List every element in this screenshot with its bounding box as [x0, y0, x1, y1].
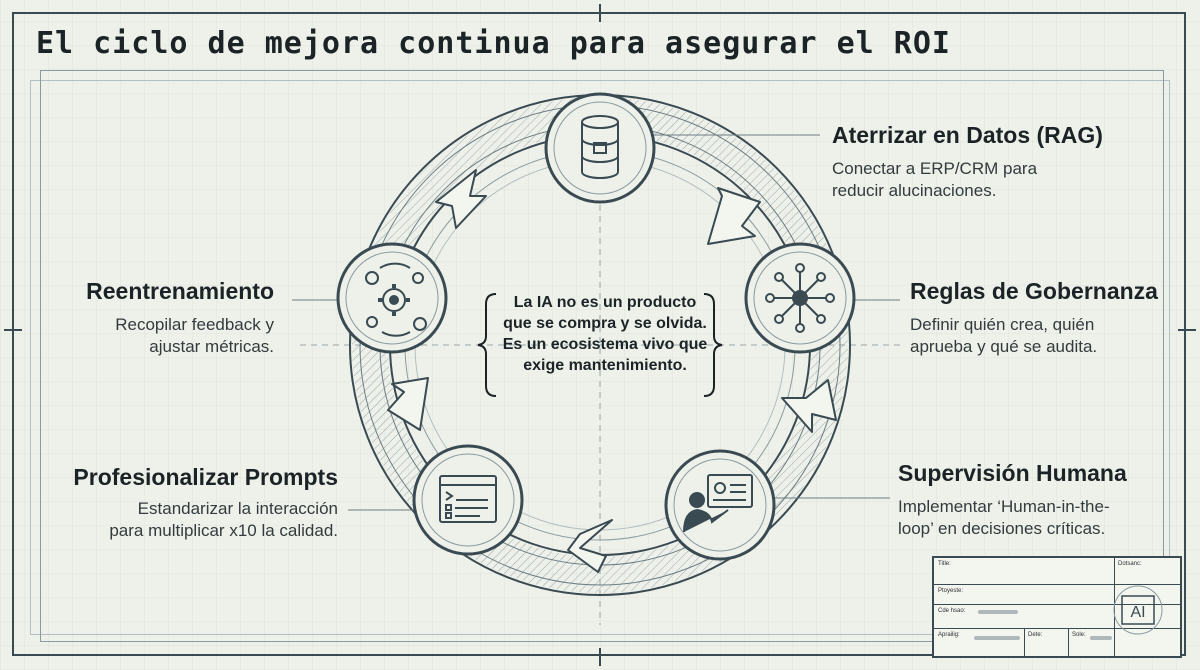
leader-lines: [292, 134, 900, 511]
stage-desc-prompts: Estandarizar la interacción para multipl…: [109, 499, 338, 540]
stage-title-datos: Aterrizar en Datos (RAG): [832, 122, 1103, 148]
tb-project-label: Ptoyeste:: [938, 588, 964, 594]
database-icon: [581, 115, 619, 179]
inner-frame-light: [30, 80, 1170, 635]
inner-frame: [40, 70, 1164, 642]
network-icon: [765, 263, 835, 333]
tb-vdivider-2: [1024, 628, 1025, 658]
tb-title-label: Title:: [938, 561, 951, 567]
tb-author-label: Aprailig:: [938, 632, 960, 638]
tb-vdivider-3: [1068, 628, 1069, 658]
node-datos: [544, 92, 656, 204]
tb-author-value: [974, 636, 1020, 640]
stage-title-prompts: Profesionalizar Prompts: [73, 464, 338, 490]
node-supervision: [664, 449, 776, 561]
tick-left: [4, 329, 22, 331]
tb-date-label: Dete:: [1028, 632, 1043, 638]
tb-scale-label: Sole:: [1072, 632, 1086, 638]
prompt-window-icon: [439, 475, 497, 523]
gears-icon: [365, 262, 427, 337]
node-reentrenamiento: [336, 242, 448, 354]
human-review-icon: [683, 474, 753, 533]
center-bracket: [477, 293, 723, 397]
logo-text: AI: [1130, 604, 1145, 621]
tb-code-label: Cde hsao:: [938, 608, 966, 614]
tb-scale-value: [1090, 636, 1112, 640]
stage-title-gobernanza: Reglas de Gobernanza: [910, 278, 1158, 304]
page-title: El ciclo de mejora continua para asegura…: [36, 26, 951, 61]
tb-row-3: [934, 628, 1180, 629]
stage-desc-supervision: Implementar ‘Human-in-the- loop’ en deci…: [898, 497, 1110, 538]
tb-code-value: [978, 610, 1018, 614]
cycle-arrows: [387, 169, 837, 573]
tb-row-2: [934, 604, 1180, 605]
stage-title-reentrenamiento: Reentrenamiento: [86, 278, 274, 304]
ai-logo-icon: AI: [1113, 585, 1163, 635]
tick-bottom: [599, 648, 601, 666]
node-prompts: [412, 444, 524, 556]
stage-desc-datos: Conectar a ERP/CRM para reducir alucinac…: [832, 159, 1038, 200]
drawing-title-block: Title: Dotsanc: Ptoyeste: Cde hsao: Apra…: [932, 556, 1182, 658]
stage-title-supervision: Supervisión Humana: [898, 460, 1127, 486]
stage-desc-reentrenamiento: Recopilar feedback y ajustar métricas.: [115, 315, 274, 356]
center-message: La IA no es un producto que se compra y …: [502, 294, 708, 374]
node-gobernanza: [744, 242, 856, 354]
tick-right: [1178, 329, 1196, 331]
tb-row-1: [934, 584, 1180, 585]
tick-top: [599, 4, 601, 22]
stage-desc-gobernanza: Definir quién crea, quién aprueba y qué …: [910, 315, 1098, 356]
tb-doc-label: Dotsanc:: [1118, 561, 1142, 567]
